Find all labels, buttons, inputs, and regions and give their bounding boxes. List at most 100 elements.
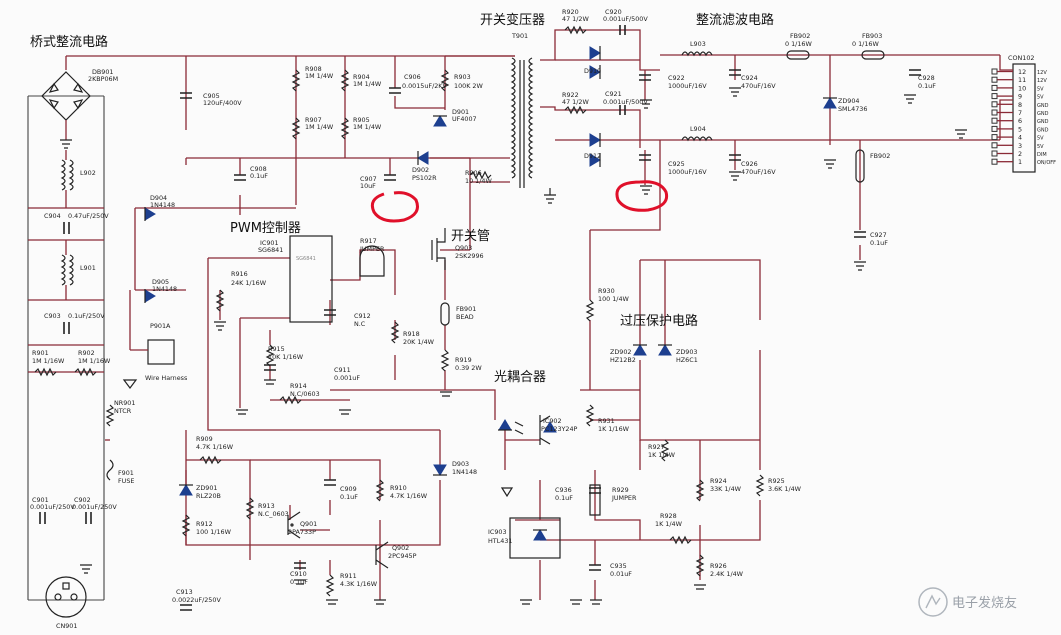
lbl-r909: R909: [196, 435, 213, 443]
lbl-c906v: 0.0015uF/2KV: [402, 82, 447, 90]
lbl-fb903: FB903: [862, 32, 882, 40]
lbl-ic902: IC902: [543, 417, 562, 425]
lbl-r910: R910: [390, 484, 407, 492]
lbl-c906: C906: [404, 73, 421, 81]
lbl-r908v: 1M 1/4W: [305, 72, 334, 80]
lbl-l903: L903: [690, 40, 706, 48]
lbl-cn901: CN901: [56, 622, 77, 630]
wire-harness-p901a: [129, 290, 175, 365]
connector-pin-name: 5V: [1037, 95, 1044, 101]
lbl-d902: D902: [412, 166, 429, 174]
connector-pin-number: 2: [1018, 150, 1022, 158]
lbl-zd902: ZD902: [610, 348, 632, 356]
lbl-fb901: FB901: [456, 305, 476, 313]
lbl-zd901: ZD901: [196, 484, 218, 492]
lbl-r915: R915: [268, 345, 285, 353]
lbl-c913: C913: [176, 588, 193, 596]
lbl-c904v: 0.47uF/250V: [68, 212, 109, 220]
lbl-c927: C927: [870, 231, 887, 239]
lbl-r914: R914: [290, 382, 307, 390]
title-bridge: 桥式整流电路: [30, 34, 108, 50]
lbl-c908v: 0.1uF: [250, 172, 268, 180]
diodes: [144, 46, 837, 541]
lbl-c904: C904: [44, 212, 61, 220]
lbl-c912: C912: [354, 312, 371, 320]
lbl-t901: T901: [511, 32, 528, 40]
lbl-c910v: 0.1uF: [290, 578, 308, 586]
lbl-r903v: 100K 2W: [454, 82, 483, 90]
lbl-c936v: 0.1uF: [555, 494, 573, 502]
lbl-c905: C905: [203, 92, 220, 100]
connector-pin-number: 10: [1018, 84, 1026, 92]
connector-pin-name: ON/OFF: [1037, 160, 1056, 166]
lbl-d904: D904: [150, 194, 167, 202]
lbl-c909v: 0.1uF: [340, 493, 358, 501]
lbl-d912: D912: [584, 152, 601, 160]
lbl-r912v: 100 1/16W: [196, 528, 232, 536]
lbl-l902: L902: [80, 169, 96, 177]
lbl-f901v: FUSE: [118, 477, 134, 485]
lbl-zd901v: RLZ20B: [196, 492, 221, 500]
lbl-c911v: 0.001uF: [334, 374, 360, 382]
lbl-d902v: PS102R: [412, 174, 437, 182]
lbl-zd902v: HZ12B2: [610, 356, 636, 364]
lbl-zd903: ZD903: [676, 348, 698, 356]
lbl-r920v: 47 1/2W: [562, 15, 589, 23]
lbl-c902: C902: [74, 496, 91, 504]
connector-pin-name: 12V: [1037, 78, 1047, 84]
lbl-c925: C925: [668, 160, 685, 168]
lbl-r909v: 4.7K 1/16W: [196, 443, 234, 451]
lbl-c910: C910: [290, 570, 307, 578]
lbl-r906v: 10 1/4W: [465, 177, 492, 185]
lbl-d905: D905: [152, 278, 169, 286]
watermark-text: 电子发烧友: [952, 595, 1017, 611]
lbl-r911v: 4.3K 1/16W: [340, 580, 378, 588]
lbl-r927v: 1K 1/4W: [648, 451, 676, 459]
title-ovp: 过压保护电路: [620, 313, 698, 329]
lbl-r913: R913: [258, 502, 275, 510]
lbl-r926v: 2.4K 1/4W: [710, 570, 744, 578]
lbl-c928v: 0.1uF: [918, 82, 936, 90]
lbl-r929v: JUMPER: [611, 494, 637, 502]
lbl-l901: L901: [80, 264, 96, 272]
connector-pin-pad: [991, 134, 998, 141]
title-switch: 开关管: [451, 229, 490, 244]
lbl-c935: C935: [610, 562, 627, 570]
connector-pin-pad: [991, 101, 998, 108]
lbl-c926: C926: [741, 160, 758, 168]
lbl-c920: C920: [605, 8, 622, 16]
lbl-c922v: 1000uF/16V: [668, 82, 707, 90]
lbl-c909: C909: [340, 485, 357, 493]
lbl-ic901v: SG6841: [258, 246, 283, 254]
lbl-db901: DB901: [92, 68, 114, 76]
lbl-r930v: 100 1/4W: [598, 295, 630, 303]
lbl-d901: D901: [452, 108, 469, 116]
connector-pin-pad: [991, 142, 998, 149]
connector-pin-number: 12: [1018, 68, 1026, 76]
lbl-wire: Wire Harness: [145, 374, 188, 382]
lbl-q903v: 2SK2996: [455, 252, 484, 260]
lbl-r917v: JUMPER: [359, 245, 385, 253]
lbl-ic901: IC901: [260, 239, 279, 247]
lbl-r918: R918: [403, 330, 420, 338]
lbl-r901v: 1M 1/16W: [32, 357, 65, 365]
title-pwm: PWM控制器: [230, 221, 301, 236]
lbl-c924v: 470uF/16V: [741, 82, 776, 90]
lbl-r915v: 10K 1/16W: [268, 353, 304, 361]
lbl-r916: R916: [231, 270, 248, 278]
title-transformer: 开关变压器: [480, 12, 545, 28]
ac-plug-cn901: [45, 576, 87, 618]
optocoupler-ic902: [498, 415, 557, 445]
lbl-c913v: 0.0022uF/250V: [172, 596, 221, 604]
connector-pin-number: 6: [1018, 117, 1022, 125]
lbl-c926v: 470uF/16V: [741, 168, 776, 176]
lbl-c924: C924: [741, 74, 758, 82]
connector-pin-name: 5V: [1037, 136, 1044, 142]
lbl-c920v: 0.001uF/500V: [603, 15, 648, 23]
lbl-c928: C928: [918, 74, 935, 82]
lbl-zd904v: SML4736: [838, 105, 867, 113]
lbl-r911: R911: [340, 572, 357, 580]
lbl-r912: R912: [196, 520, 213, 528]
highlight-marks: [370, 180, 669, 223]
